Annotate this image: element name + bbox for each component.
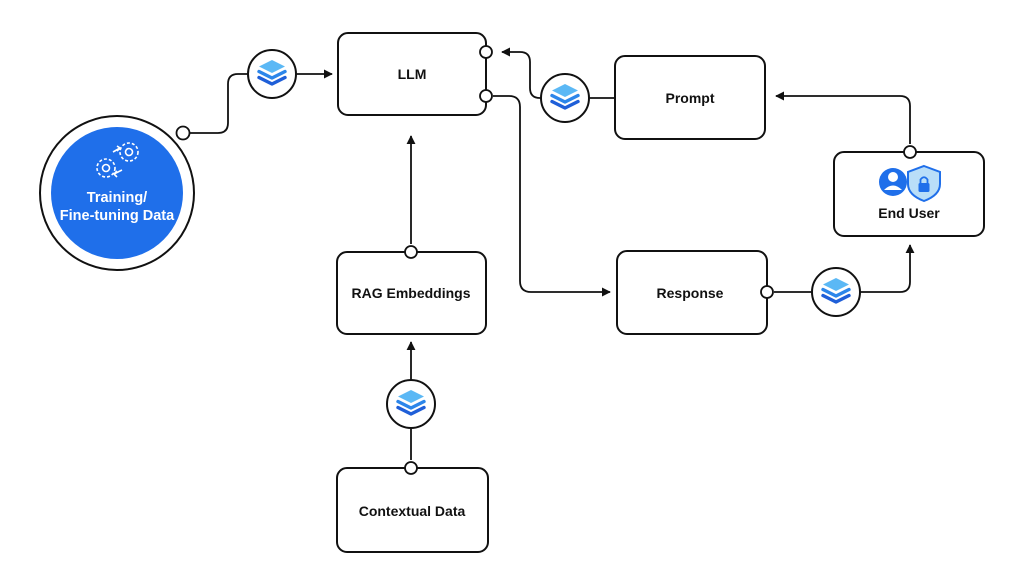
user-icon [879, 168, 907, 196]
port-training-out [175, 125, 191, 141]
node-response: Response [616, 250, 774, 335]
badge-contextual-rag [386, 379, 436, 429]
training-label-line2: Fine-tuning Data [60, 208, 175, 224]
port-llm-in-prompt [479, 45, 493, 59]
node-end-user: End User [833, 145, 985, 237]
edge-prompt-to-llm [501, 47, 615, 99]
port-rag-out [404, 245, 418, 259]
port-enduser-out [903, 145, 917, 159]
edge-enduser-to-prompt [775, 91, 911, 144]
port-contextual-out [404, 461, 418, 475]
node-training-data: Training/ Fine-tuning Data [39, 115, 195, 271]
shield-lock-icon [907, 164, 941, 203]
port-llm-out-response [479, 89, 493, 103]
node-llm: LLM [337, 32, 493, 116]
end-user-label: End User [878, 205, 940, 221]
prompt-label: Prompt [666, 90, 715, 106]
badge-response-enduser [811, 267, 861, 317]
edge-response-to-enduser [774, 244, 915, 293]
rag-label: RAG Embeddings [351, 285, 470, 301]
llm-label: LLM [398, 66, 427, 82]
response-label: Response [657, 285, 724, 301]
node-contextual-data: Contextual Data [336, 461, 489, 553]
node-prompt: Prompt [614, 55, 766, 140]
training-label-line1: Training/ [87, 190, 147, 206]
edge-llm-to-response [493, 95, 611, 297]
edge-training-to-llm [190, 69, 333, 134]
badge-training-llm [247, 49, 297, 99]
contextual-label: Contextual Data [359, 503, 466, 519]
node-rag-embeddings: RAG Embeddings [336, 245, 487, 335]
badge-prompt-llm [540, 73, 590, 123]
gears-icon [96, 142, 139, 178]
port-response-out [760, 285, 774, 299]
